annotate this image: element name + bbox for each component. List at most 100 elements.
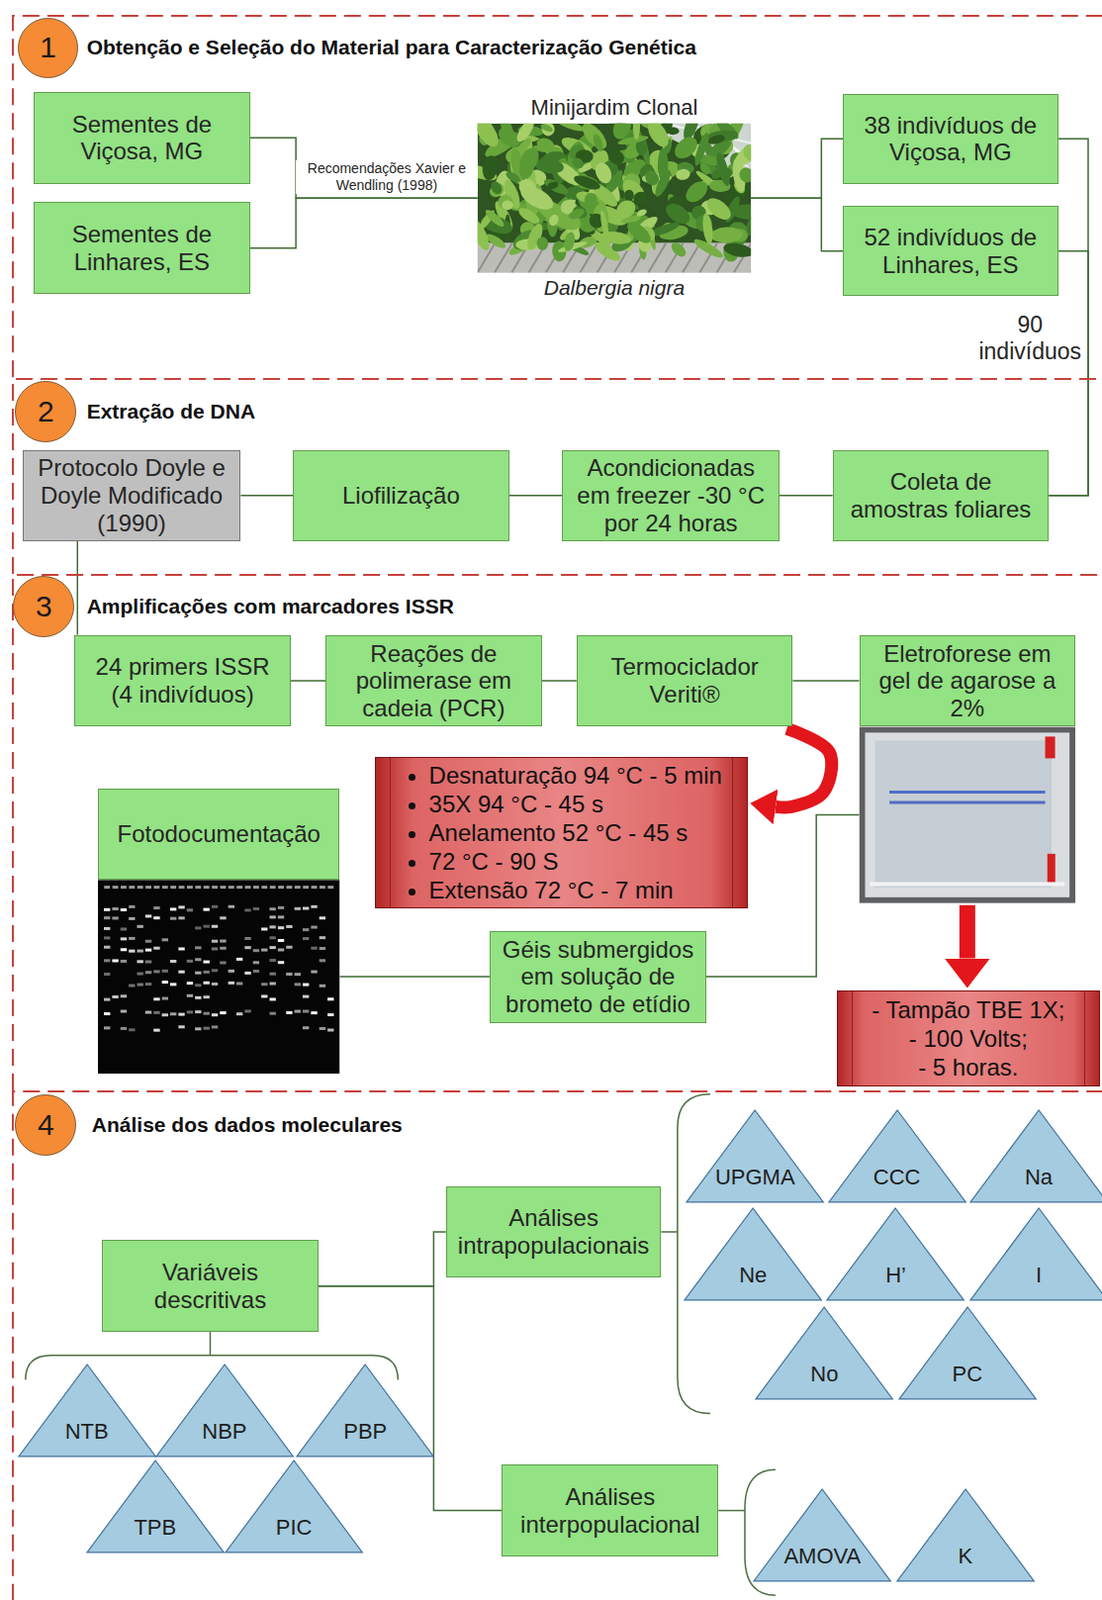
photo-frame xyxy=(859,726,1077,903)
process-box: Análises intrapopulacionais xyxy=(446,1186,662,1279)
dna-band xyxy=(103,1025,110,1029)
dna-band xyxy=(111,916,118,919)
metric-label: PC xyxy=(952,1361,984,1400)
dna-band xyxy=(145,982,152,986)
leaf xyxy=(485,154,499,168)
dna-band xyxy=(186,959,193,963)
triangle-outline xyxy=(225,1460,363,1553)
gel-well xyxy=(327,885,334,889)
dna-band xyxy=(269,935,276,939)
dna-band xyxy=(178,905,184,909)
dye-front xyxy=(889,790,1045,794)
metric-triangle: NBP xyxy=(155,1363,294,1458)
leaf xyxy=(668,239,689,260)
section-band: Análise dos dados moleculares4Variáveis … xyxy=(11,1090,1102,1600)
leaf xyxy=(722,241,751,260)
photo-title: Minijardim Clonal xyxy=(477,91,751,124)
dna-band xyxy=(145,960,152,964)
leaf xyxy=(477,123,504,151)
photo-frame xyxy=(97,879,340,1074)
dna-band xyxy=(128,949,135,953)
dna-band xyxy=(302,936,309,940)
box-text: Géis submergidos em solução de brometo d… xyxy=(498,935,698,1018)
box-text: Fotodocumentação xyxy=(117,820,321,848)
dna-band xyxy=(219,960,226,964)
dna-band xyxy=(128,984,135,988)
metric-label: I xyxy=(1035,1262,1042,1301)
leaf xyxy=(643,123,673,151)
connector xyxy=(959,905,976,959)
process-box: Géis submergidos em solução de brometo d… xyxy=(489,930,707,1023)
dna-band xyxy=(269,997,276,1001)
metric-label: NTB xyxy=(65,1418,109,1458)
step-number-text: 4 xyxy=(37,1107,55,1142)
dna-band xyxy=(103,908,110,912)
leaf xyxy=(613,196,640,223)
step-number-text: 3 xyxy=(35,589,53,624)
gel-well xyxy=(311,885,318,889)
condition-box: Desnaturação 94 °C - 5 min35X 94 °C - 45… xyxy=(374,756,749,909)
dna-band xyxy=(285,972,292,976)
gel-well xyxy=(219,885,226,889)
dna-band xyxy=(170,1011,177,1015)
connector xyxy=(250,137,478,198)
metric-label: PIC xyxy=(275,1514,313,1554)
metric-triangle: NTB xyxy=(17,1363,157,1458)
step-number-text: 2 xyxy=(37,394,55,429)
leaf xyxy=(555,123,586,134)
photo-ground xyxy=(859,726,1077,903)
dna-band xyxy=(178,1012,184,1016)
metric-triangle: No xyxy=(754,1305,894,1400)
dna-band xyxy=(219,939,226,943)
dna-band xyxy=(120,908,127,912)
dye-front xyxy=(889,801,1045,805)
leaf xyxy=(710,226,743,244)
process-box-with-photo: Fotodocumentação xyxy=(97,788,340,1074)
dna-band xyxy=(111,995,118,999)
leaf xyxy=(674,168,691,182)
metric-triangle: CCC xyxy=(827,1108,967,1203)
process-box: 24 primers ISSR (4 indivíduos) xyxy=(74,635,291,728)
dna-band xyxy=(120,926,127,930)
triangle-outline xyxy=(755,1306,893,1399)
connector-label: Recomendações Xavier e Wendling (1998) xyxy=(295,160,478,194)
connector xyxy=(250,197,478,249)
dna-band xyxy=(236,981,243,985)
triangle-outline xyxy=(156,1364,293,1457)
condition-item: 72 °C - 90 S xyxy=(429,846,748,876)
leaf xyxy=(561,230,577,253)
connector xyxy=(750,197,843,252)
dna-band xyxy=(186,908,193,912)
leaf xyxy=(516,144,544,177)
dna-band xyxy=(236,1011,243,1015)
process-box: Eletroforese em gel de agarose a 2% xyxy=(859,635,1077,728)
dna-band xyxy=(253,948,260,952)
leaf xyxy=(534,156,565,176)
metric-label: NBP xyxy=(201,1418,247,1458)
section-heading: Extração de DNA xyxy=(87,398,256,425)
condition-box: - Tampão TBE 1X;- 100 Volts;- 5 horas. xyxy=(836,990,1101,1087)
dna-band xyxy=(103,935,110,939)
dna-band xyxy=(137,924,144,928)
dna-band xyxy=(211,982,218,986)
process-box: Sementes de Linhares, ES xyxy=(33,201,251,294)
condition-item: 35X 94 °C - 45 s xyxy=(429,789,748,819)
process-box: Termociclador Veriti® xyxy=(576,635,794,728)
section-heading: Amplificações com marcadores ISSR xyxy=(87,593,455,620)
dna-band xyxy=(211,924,218,928)
tray-edge xyxy=(869,881,1065,886)
gel-well xyxy=(211,885,218,889)
dna-band xyxy=(162,980,169,984)
metric-triangle: Ne xyxy=(683,1206,823,1301)
dna-band xyxy=(269,982,276,986)
leaf xyxy=(591,132,606,153)
dna-band xyxy=(302,995,309,999)
metric-triangle: UPGMA xyxy=(685,1108,825,1203)
dna-band xyxy=(194,1010,201,1013)
dna-band xyxy=(277,906,284,910)
dna-band xyxy=(253,907,260,911)
gel-well xyxy=(103,885,110,889)
dna-band xyxy=(194,957,201,961)
dna-band xyxy=(103,972,110,976)
gel-well xyxy=(245,885,252,889)
